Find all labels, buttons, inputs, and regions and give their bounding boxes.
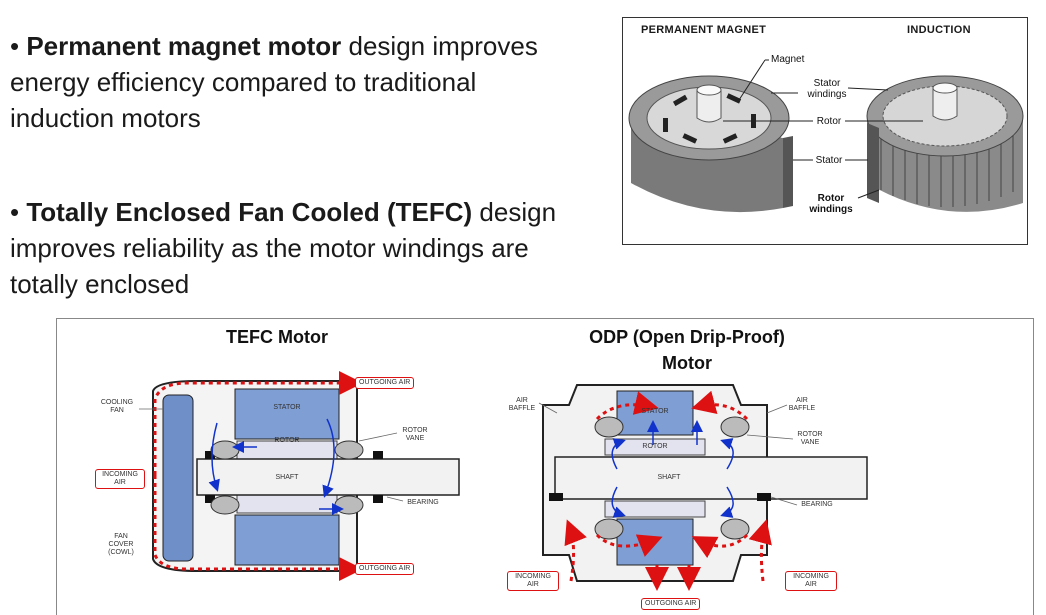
odp-bearing-label: BEARING xyxy=(801,501,833,508)
rotor-windings-label: Rotor windings xyxy=(809,193,853,215)
tefc-rotor-vane-label: ROTOR VANE xyxy=(402,427,428,442)
rotor-label: Rotor xyxy=(816,116,842,127)
bullet-rest-text: design improves reliability as the motor… xyxy=(10,197,557,299)
tefc-shaft-label: SHAFT xyxy=(275,474,299,481)
tefc-rotor-label: ROTOR xyxy=(274,437,300,444)
odp-air-baffle-right-label: AIR BAFFLE xyxy=(788,397,816,412)
stator-windings-label: Stator windings xyxy=(807,78,847,100)
bullet-tefc: • Totally Enclosed Fan Cooled (TEFC) des… xyxy=(10,197,557,299)
pm-heading: PERMANENT MAGNET xyxy=(641,24,767,36)
cooling-fan-label: COOLING FAN xyxy=(100,399,134,414)
odp-incoming-air-left-label: INCOMING AIR xyxy=(507,571,559,591)
stator-label: Stator xyxy=(815,155,843,166)
odp-rotor-vane-label: ROTOR VANE xyxy=(797,431,823,446)
bullet-permanent-magnet: • Permanent magnet motor design improves… xyxy=(10,31,538,133)
odp-title-line2: Motor xyxy=(662,353,712,373)
odp-outgoing-air-label: OUTGOING AIR xyxy=(641,598,701,610)
tefc-outgoing-air-bottom-label: OUTGOING AIR xyxy=(355,563,415,575)
magnet-label: Magnet xyxy=(771,54,805,65)
bullet-rest-text: design improves energy efficiency compar… xyxy=(10,31,538,133)
induction-heading: INDUCTION xyxy=(907,24,971,36)
odp-incoming-air-right-label: INCOMING AIR xyxy=(785,571,837,591)
cooling-comparison-figure: TEFC Motor ODP (Open Drip-Proof) Motor xyxy=(56,318,1034,615)
odp-title-line1: ODP (Open Drip-Proof) xyxy=(589,327,785,347)
motor-illustration xyxy=(628,59,1024,213)
odp-air-baffle-left-label: AIR BAFFLE xyxy=(508,397,536,412)
tefc-title: TEFC Motor xyxy=(226,327,328,347)
fan-cover-label: FAN COVER (COWL) xyxy=(108,533,134,556)
motor-comparison-figure: PERMANENT MAGNET INDUCTION xyxy=(622,17,1028,245)
bullet-bold-text: Permanent magnet motor xyxy=(26,31,342,61)
tefc-incoming-air-label: INCOMING AIR xyxy=(95,469,145,489)
odp-shaft-label: SHAFT xyxy=(657,474,681,481)
tefc-stator-label: STATOR xyxy=(273,404,301,411)
cooling-illustration xyxy=(139,371,868,591)
tefc-bearing-label: BEARING xyxy=(407,499,439,506)
odp-rotor-label: ROTOR xyxy=(642,443,668,450)
tefc-outgoing-air-top-label: OUTGOING AIR xyxy=(355,377,415,389)
odp-stator-label: STATOR xyxy=(641,408,669,415)
bullet-bold-text: Totally Enclosed Fan Cooled (TEFC) xyxy=(26,197,473,227)
